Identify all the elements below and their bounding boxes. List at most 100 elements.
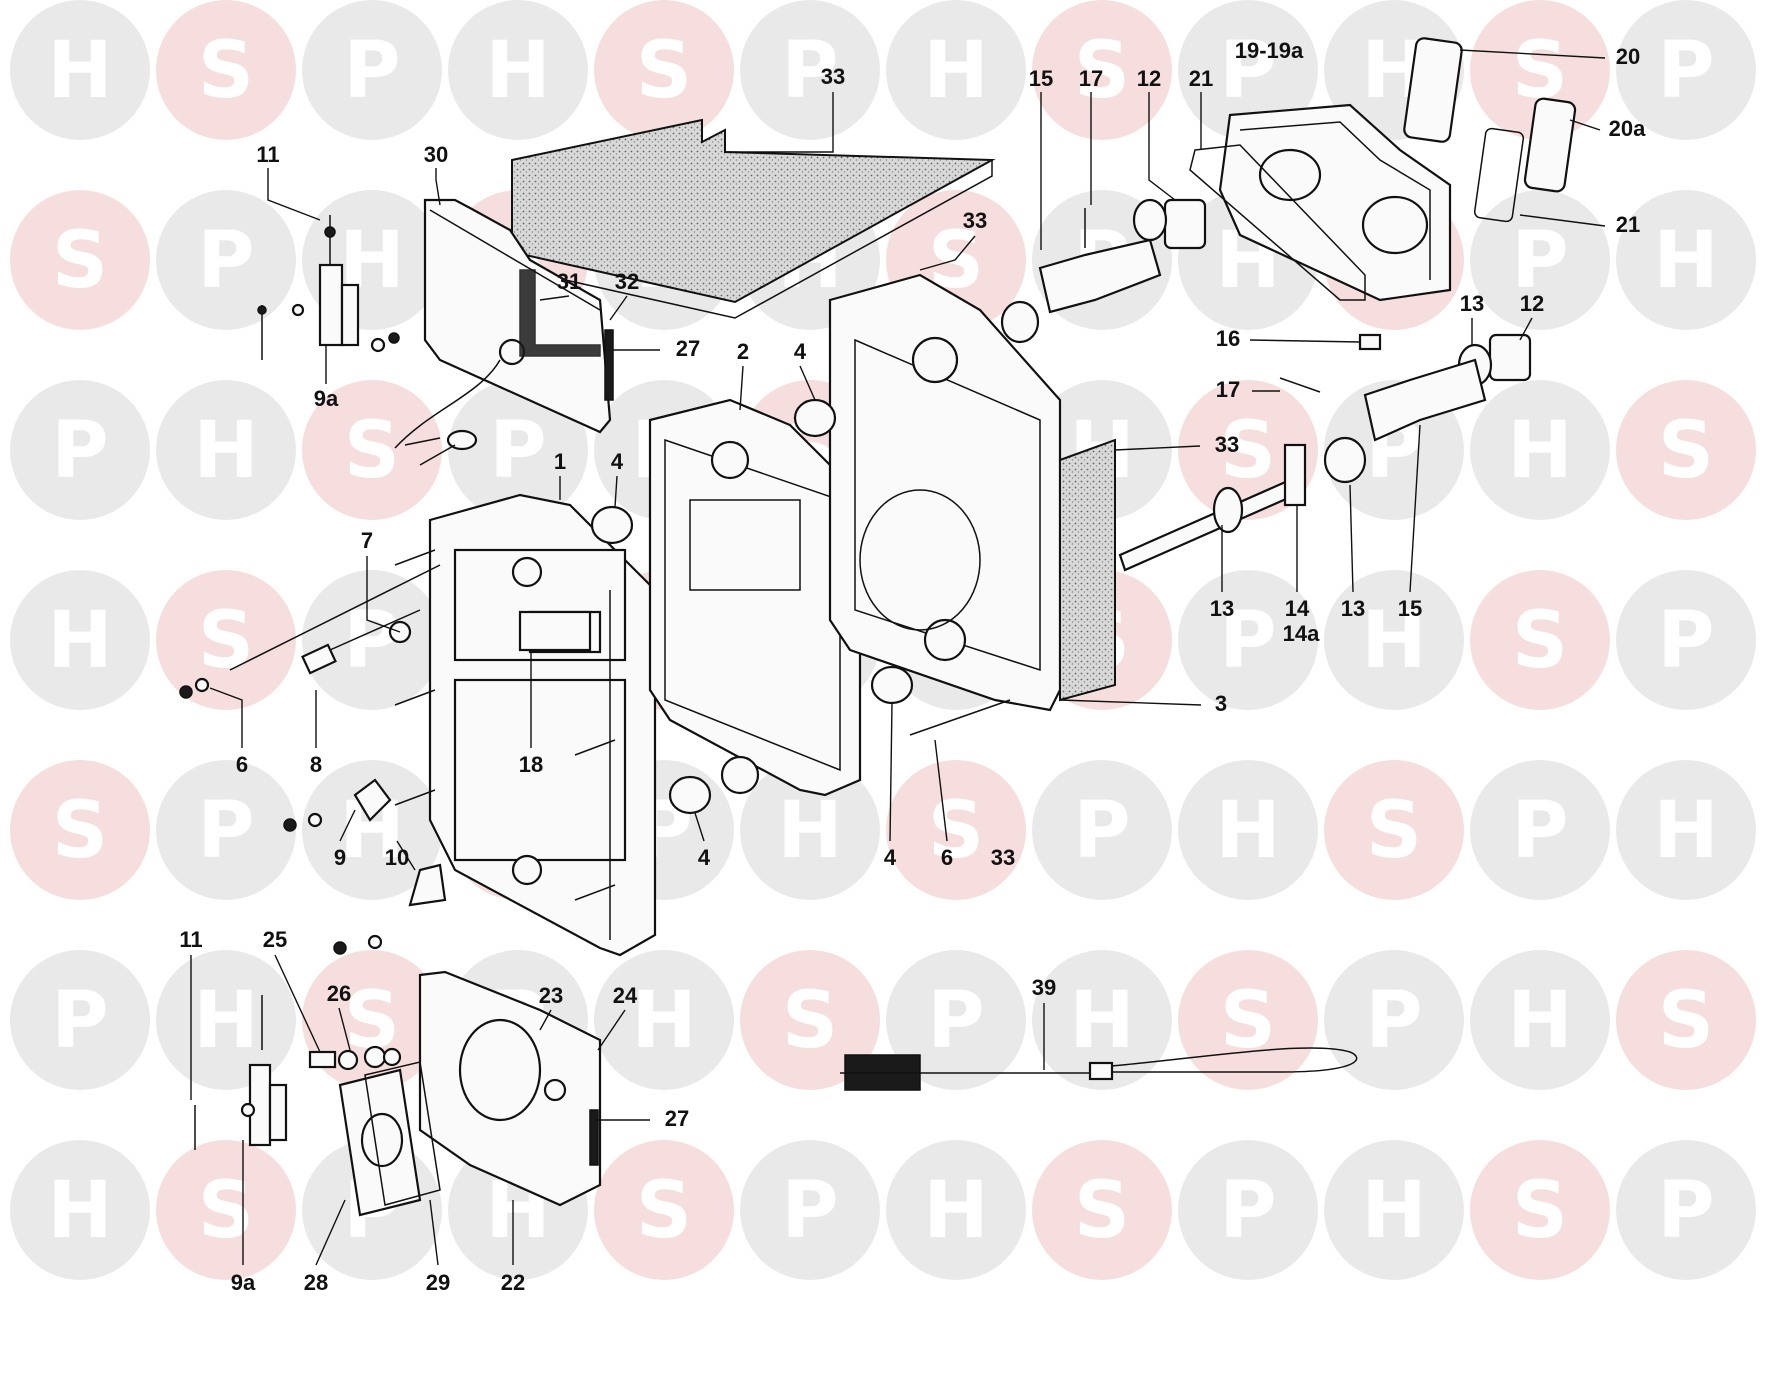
watermark-letter: S: [636, 26, 692, 116]
leader-c25: [274, 954, 321, 1053]
watermark-letter: H: [193, 976, 258, 1066]
watermark-circle: [1032, 0, 1172, 140]
watermark-letter: S: [198, 1166, 254, 1256]
watermark-circle: [1616, 0, 1756, 140]
watermark-circle: [1324, 760, 1464, 900]
watermark-letter: P: [197, 216, 254, 306]
callout-c31: 31: [557, 269, 581, 294]
watermark-letter: H: [1361, 1166, 1426, 1256]
leader-c4d: [889, 702, 893, 842]
watermark-circle: [1032, 1140, 1172, 1280]
callout-c16: 16: [1216, 326, 1240, 351]
cleaning-brush-39: [840, 1047, 1358, 1091]
watermark-letter: P: [197, 786, 254, 876]
ring-13a: [1000, 300, 1040, 344]
watermark-letter: S: [344, 406, 400, 496]
callout-c33b: 33: [963, 208, 987, 233]
watermark-circle: [1616, 1140, 1756, 1280]
watermark-circle: [156, 1140, 296, 1280]
flue-hood-19: [1218, 103, 1452, 302]
callout-c26: 26: [327, 981, 351, 1006]
nipple-4c: [668, 775, 712, 815]
callout-c30: 30: [424, 142, 448, 167]
watermark-circle: [886, 760, 1026, 900]
leader-c33c: [1114, 445, 1201, 451]
ring-13b: [1323, 436, 1367, 484]
callout-c22: 22: [501, 1270, 525, 1295]
callout-c12b: 12: [1520, 291, 1544, 316]
leader-c26: [338, 1007, 351, 1051]
watermark-circle: [1470, 1140, 1610, 1280]
callout-c9a_top: 9a: [314, 386, 339, 411]
leader-c21b: [1519, 214, 1606, 227]
watermark-circle: [302, 760, 442, 900]
leader-c28: [315, 1199, 346, 1266]
callout-c4a: 4: [794, 339, 807, 364]
leader-c12a: [1148, 92, 1176, 201]
watermark-circle: [448, 380, 588, 520]
callout-c27a: 27: [676, 336, 700, 361]
lower-door-22: [418, 970, 602, 1207]
boiler-parts: [179, 37, 1577, 1217]
watermark-circle: [156, 380, 296, 520]
watermark-circle: [302, 380, 442, 520]
callout-c27b: 27: [665, 1106, 689, 1131]
watermark-circle: [1032, 950, 1172, 1090]
watermark-letter: S: [1658, 976, 1714, 1066]
callout-c33d: 33: [991, 845, 1015, 870]
watermark-letter: H: [47, 1166, 112, 1256]
tie-rod-6: [229, 564, 441, 671]
watermark-letter: P: [781, 26, 838, 116]
callout-c33c: 33: [1215, 432, 1239, 457]
callout-c6a: 6: [236, 752, 248, 777]
leader-c33b: [919, 235, 976, 271]
watermark-circle: [740, 760, 880, 900]
sensor-16: [1358, 333, 1382, 351]
watermark-circle: [1470, 0, 1610, 140]
watermark-letter: H: [1507, 976, 1572, 1066]
leader-c4b: [614, 475, 618, 508]
leader-c24: [597, 1009, 626, 1051]
watermark-circle: [594, 0, 734, 140]
pin-27-bottom: [589, 1109, 599, 1166]
callout-c15b: 15: [1398, 596, 1422, 621]
watermark-circle: [10, 950, 150, 1090]
pin-27-top: [604, 329, 614, 401]
watermark-letter: H: [923, 26, 988, 116]
nipple-4b: [793, 398, 837, 438]
callout-c13a: 13: [1460, 291, 1484, 316]
callout-c2: 2: [737, 339, 749, 364]
callout-c10: 10: [385, 845, 409, 870]
watermark-circle: [10, 0, 150, 140]
watermark-letter: S: [1074, 1166, 1130, 1256]
watermark-letter: H: [1507, 406, 1572, 496]
sight-glass-26a: [337, 1049, 359, 1071]
callout-c39: 39: [1032, 975, 1056, 1000]
leader-c33a: [725, 92, 834, 153]
leader-c4c: [694, 812, 705, 842]
watermark-letter: P: [51, 406, 108, 496]
callout-c15a: 15: [1029, 66, 1053, 91]
watermark-circle: [1616, 760, 1756, 900]
callout-c11b: 11: [179, 927, 202, 952]
leader-c13c: [1349, 484, 1354, 593]
watermark-letter: P: [1657, 26, 1714, 116]
watermark-circle: [10, 380, 150, 520]
watermark-circle: [10, 570, 150, 710]
watermark-circle: [1178, 570, 1318, 710]
watermark-circle: [156, 570, 296, 710]
watermark-letter: H: [193, 406, 258, 496]
leader-c16: [1249, 339, 1361, 343]
watermark-letter: H: [485, 26, 550, 116]
watermark-circle: [10, 1140, 150, 1280]
callout-c18: 18: [519, 752, 543, 777]
watermark-letter: S: [1220, 976, 1276, 1066]
watermark-circle: [1032, 760, 1172, 900]
watermark-circle: [1324, 570, 1464, 710]
gasket-20a: [1523, 97, 1577, 193]
front-section-1: [428, 493, 657, 957]
callout-c29: 29: [426, 1270, 450, 1295]
leader-lines: [190, 49, 1606, 1266]
